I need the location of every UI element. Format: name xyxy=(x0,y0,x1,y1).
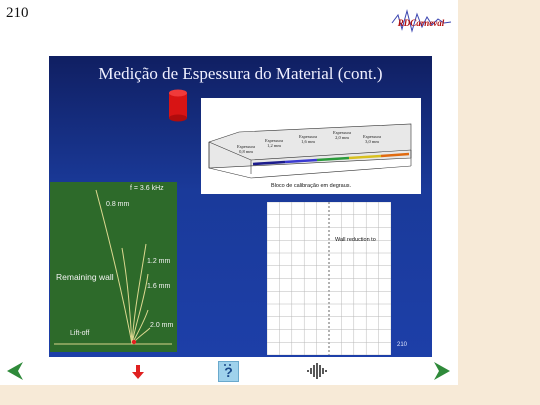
calibration-block-drawing xyxy=(208,123,412,179)
logo-text: RDCarneval xyxy=(397,18,445,28)
page-number: 210 xyxy=(6,5,29,21)
step-label: Espessura 2,0 mm xyxy=(333,130,351,140)
down-arrow-icon xyxy=(132,365,144,379)
audio-waveform-icon xyxy=(307,363,327,379)
calibration-block-caption: Bloco de calibração em degraus. xyxy=(270,183,352,189)
step-label: Espessura 0,8 mm xyxy=(237,144,255,154)
thickness-label-16: 1.6 mm xyxy=(147,283,171,290)
thickness-label-20: 2.0 mm xyxy=(150,322,174,329)
frequency-label: f = 3.6 kHz xyxy=(130,185,164,192)
lift-off-label: Lift-off xyxy=(70,330,90,337)
grid-lines xyxy=(266,201,392,356)
question-mark-icon: ? xyxy=(224,364,233,380)
thickness-label-12: 1.2 mm xyxy=(147,258,171,265)
thickness-label-08: 0.8 mm xyxy=(106,201,130,208)
down-button[interactable] xyxy=(132,365,144,379)
step-label: Espessura 3,0 mm xyxy=(363,134,381,144)
left-arrow-icon xyxy=(7,362,23,380)
help-button[interactable]: ? xyxy=(218,361,239,382)
audio-button[interactable] xyxy=(306,363,328,379)
prev-button[interactable] xyxy=(7,362,23,380)
step-label: Espessura 1,2 mm xyxy=(265,138,283,148)
wall-reduction-label: Wall reduction to xyxy=(335,237,376,243)
slide: Medição de Espessura do Material (cont.)… xyxy=(49,56,432,357)
right-arrow-icon xyxy=(434,362,450,380)
logo: RDCarneval xyxy=(390,5,453,37)
eddy-current-display: f = 3.6 kHz 0.8 mm 1.2 mm 1.6 mm 2.0 mm … xyxy=(50,182,177,352)
next-button[interactable] xyxy=(434,362,450,380)
remaining-wall-label: Remaining wall xyxy=(56,272,114,282)
step-color-bar xyxy=(252,160,286,166)
grid-display: Wall reduction to xyxy=(266,201,392,356)
cylinder-icon xyxy=(169,89,187,122)
step-color-bar xyxy=(380,152,410,158)
step-color-bar xyxy=(348,154,382,160)
step-label: Espessura 1,6 mm xyxy=(299,134,317,144)
slide-title: Medição de Espessura do Material (cont.) xyxy=(98,64,383,83)
step-color-bar xyxy=(316,156,350,162)
eddy-current-traces xyxy=(54,189,172,345)
svg-text:?: ? xyxy=(224,364,233,380)
calibration-block-panel: Espessura 0,8 mm Espessura 1,2 mm Espess… xyxy=(201,98,421,194)
slide-number: 210 xyxy=(397,342,408,348)
step-color-bar xyxy=(284,158,318,164)
